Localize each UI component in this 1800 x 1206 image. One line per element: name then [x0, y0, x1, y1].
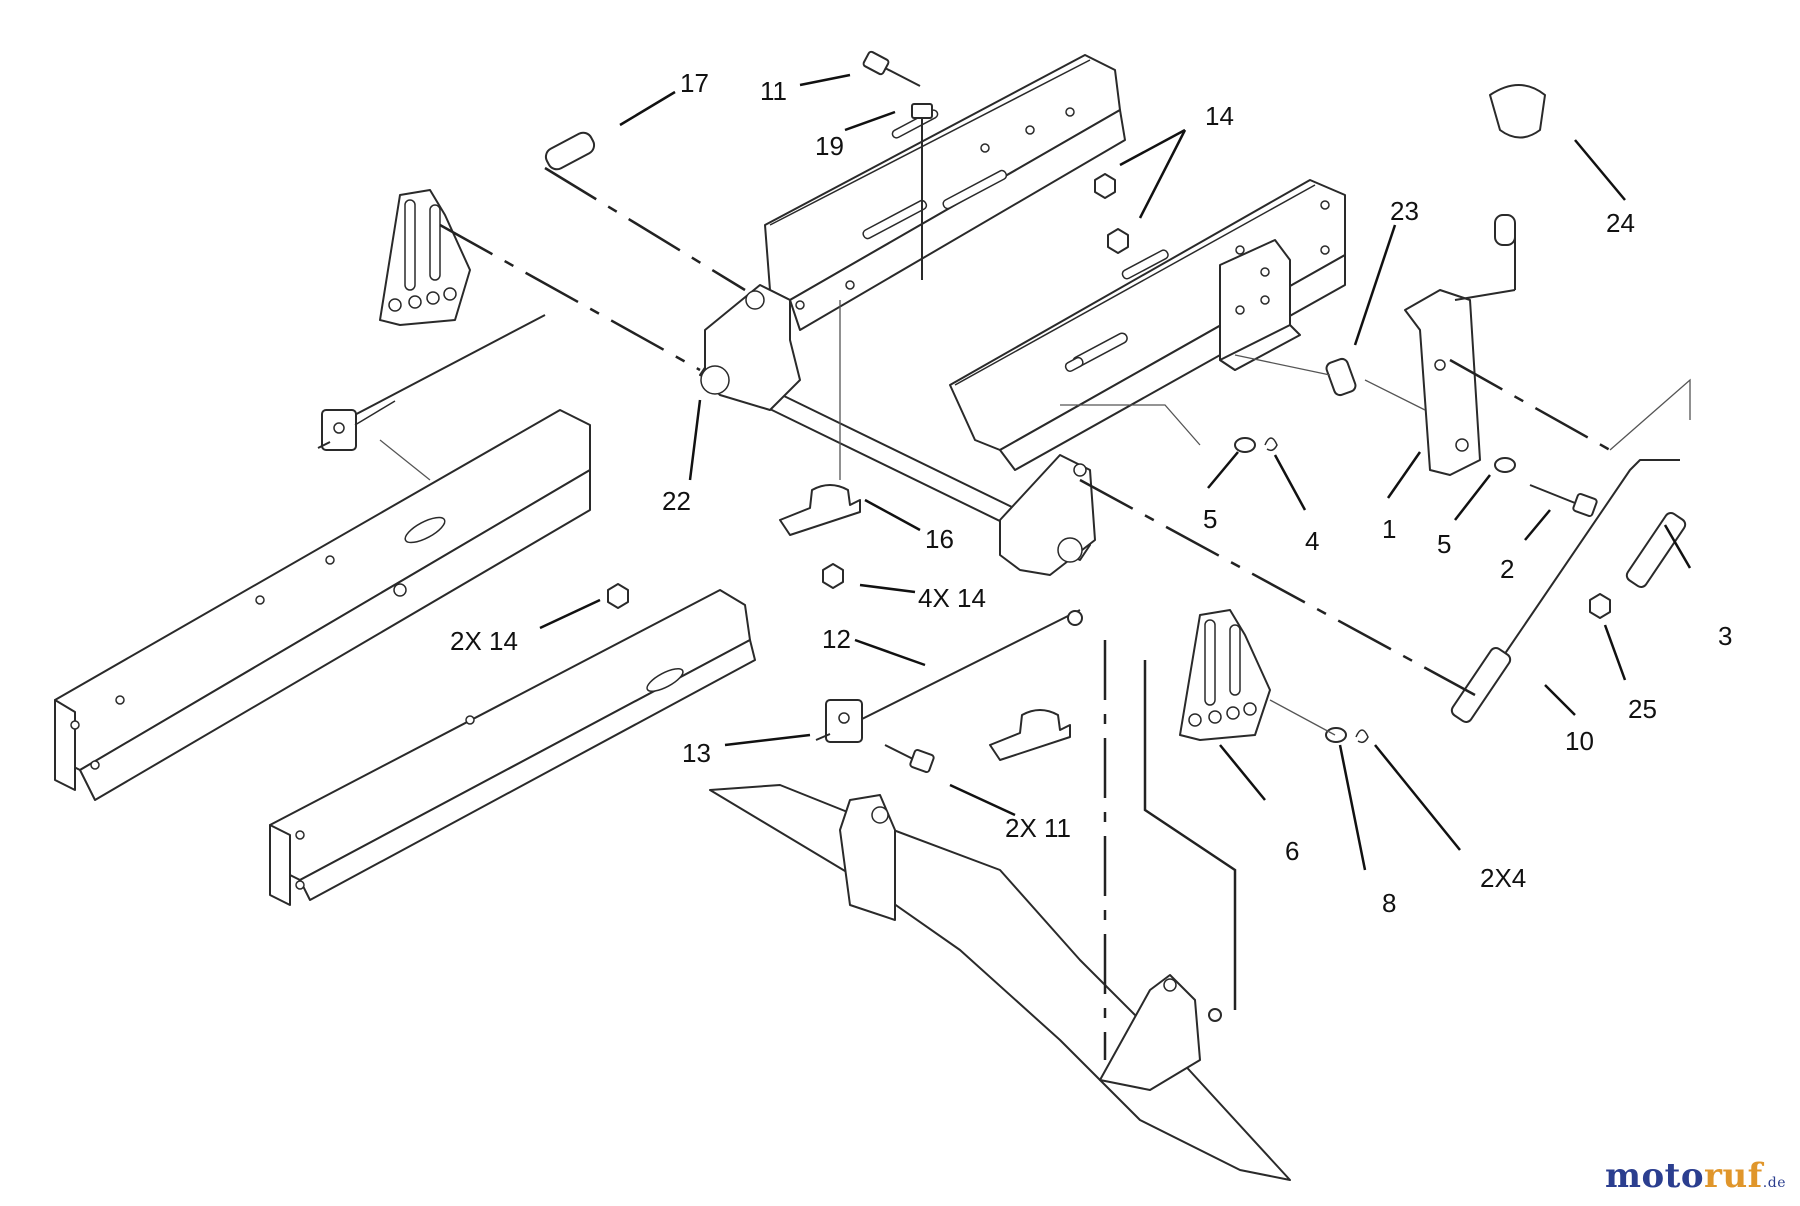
height-plate-right	[1179, 609, 1271, 741]
cross-shaft-assembly	[699, 284, 1096, 576]
callout-5-left: 5	[1203, 504, 1217, 534]
deck-side	[709, 784, 1291, 1181]
callout-19: 19	[815, 131, 844, 161]
adjuster-rod	[1450, 459, 1687, 723]
callout-2x4: 2X4	[1480, 863, 1526, 893]
callout-2x14: 2X 14	[450, 626, 518, 656]
callout-6: 6	[1285, 836, 1299, 866]
callout-1: 1	[1382, 514, 1396, 544]
right-frame-rail	[949, 179, 1346, 471]
lift-link-left	[317, 314, 546, 451]
height-plate-left	[379, 189, 471, 326]
left-frame-rail-inner	[269, 589, 756, 906]
lever-knob	[1489, 84, 1546, 139]
callout-2x11: 2X 11	[1005, 813, 1071, 843]
watermark-part-2: ruf	[1704, 1156, 1763, 1196]
callout-25: 25	[1628, 694, 1657, 724]
callout-5-right: 5	[1437, 529, 1451, 559]
callout-4x14: 4X 14	[918, 583, 986, 613]
callout-labels: 17 11 19 14 23 24 22 16 4X 14 5 4 1 5 2 …	[450, 68, 1732, 918]
callout-22: 22	[662, 486, 691, 516]
callout-10: 10	[1565, 726, 1594, 756]
callout-12: 12	[822, 624, 851, 654]
callout-2: 2	[1500, 554, 1514, 584]
callout-17: 17	[680, 68, 709, 98]
assembly-guides	[379, 166, 1691, 1060]
callout-24: 24	[1606, 208, 1635, 238]
callout-8: 8	[1382, 888, 1396, 918]
hardware	[544, 50, 1611, 774]
watermark-part-3: .de	[1762, 1175, 1786, 1191]
callout-13: 13	[682, 738, 711, 768]
lift-link-right	[815, 609, 1083, 743]
callout-4: 4	[1305, 526, 1319, 556]
hanger-bracket-bottom	[989, 709, 1071, 761]
watermark-logo: motoruf.de	[1605, 1156, 1786, 1196]
callout-11: 11	[760, 76, 787, 106]
left-frame-rail-outer	[54, 409, 591, 801]
watermark-part-1: moto	[1604, 1156, 1705, 1196]
callout-14: 14	[1205, 101, 1234, 131]
upper-frame-rail	[764, 54, 1126, 331]
callout-3: 3	[1718, 621, 1732, 651]
callout-23: 23	[1390, 196, 1419, 226]
lift-lever	[1404, 214, 1516, 476]
hanger-bracket-top	[779, 484, 861, 536]
callout-leaders	[539, 73, 1692, 871]
callout-16: 16	[925, 524, 954, 554]
